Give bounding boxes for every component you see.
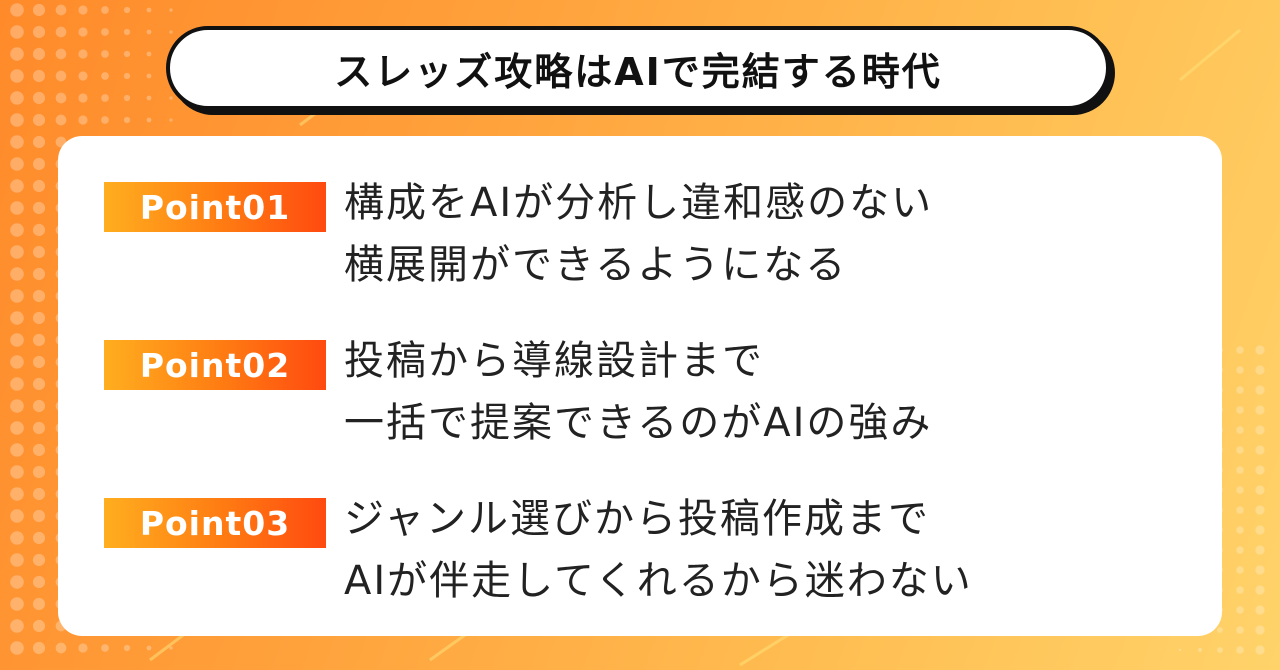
point-badge-label: Point02 xyxy=(139,345,291,385)
point-description: 投稿から導線設計まで 一括で提案できるのがAIの強み xyxy=(344,330,1204,454)
point-line: 投稿から導線設計まで xyxy=(344,338,764,384)
page-title: スレッズ攻略はAIで完結する時代 xyxy=(334,49,942,94)
point-line: 構成をAIが分析し違和感のない xyxy=(344,180,934,226)
point-item: Point01 構成をAIが分析し違和感のない 横展開ができるようになる xyxy=(104,146,1194,288)
point-item: Point02 投稿から導線設計まで 一括で提案できるのがAIの強み xyxy=(104,304,1194,446)
point-line: AIが伴走してくれるから迷わない xyxy=(344,558,973,604)
point-badge: Point01 xyxy=(104,182,326,232)
point-description: 構成をAIが分析し違和感のない 横展開ができるようになる xyxy=(344,172,1204,296)
point-badge: Point02 xyxy=(104,340,326,390)
point-badge: Point03 xyxy=(104,498,326,548)
point-line: 横展開ができるようになる xyxy=(344,242,848,288)
points-card: Point01 構成をAIが分析し違和感のない 横展開ができるようになる Poi… xyxy=(58,136,1222,636)
point-badge-label: Point01 xyxy=(139,187,291,227)
point-badge-label: Point03 xyxy=(139,503,291,543)
point-item: Point03 ジャンル選びから投稿作成まで AIが伴走してくれるから迷わない xyxy=(104,462,1194,604)
point-line: 一括で提案できるのがAIの強み xyxy=(344,400,933,446)
point-line: ジャンル選びから投稿作成まで xyxy=(344,496,930,542)
point-description: ジャンル選びから投稿作成まで AIが伴走してくれるから迷わない xyxy=(344,488,1204,612)
title-banner: スレッズ攻略はAIで完結する時代 xyxy=(166,26,1110,110)
